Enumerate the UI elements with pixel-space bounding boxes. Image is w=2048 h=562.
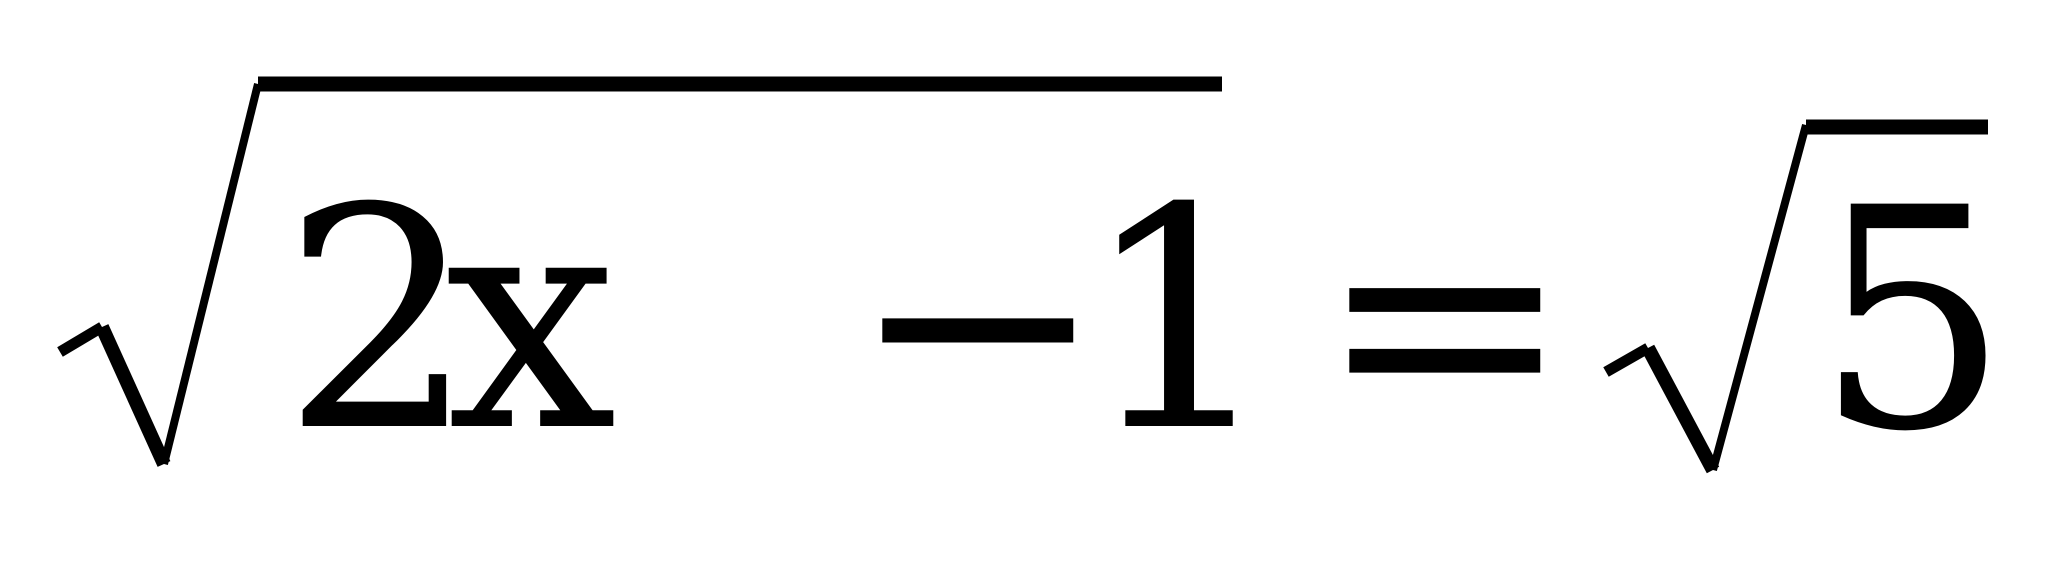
left-radical-short-stroke — [95, 324, 171, 467]
coefficient-digit: 2 — [282, 143, 477, 498]
right-radical-long-stroke — [1709, 123, 1810, 472]
right-radical-short-stroke — [1641, 344, 1720, 474]
right-radicand-digit: 5 — [1815, 143, 2010, 498]
equals-sign: = — [1317, 143, 1573, 498]
left-radical-hook — [57, 322, 105, 357]
constant-digit: 1 — [1082, 143, 1277, 498]
variable-x: x — [445, 143, 618, 498]
left-radical-long-stroke — [160, 83, 262, 465]
right-radical-hook — [1603, 343, 1651, 377]
minus-operator: − — [850, 143, 1106, 498]
